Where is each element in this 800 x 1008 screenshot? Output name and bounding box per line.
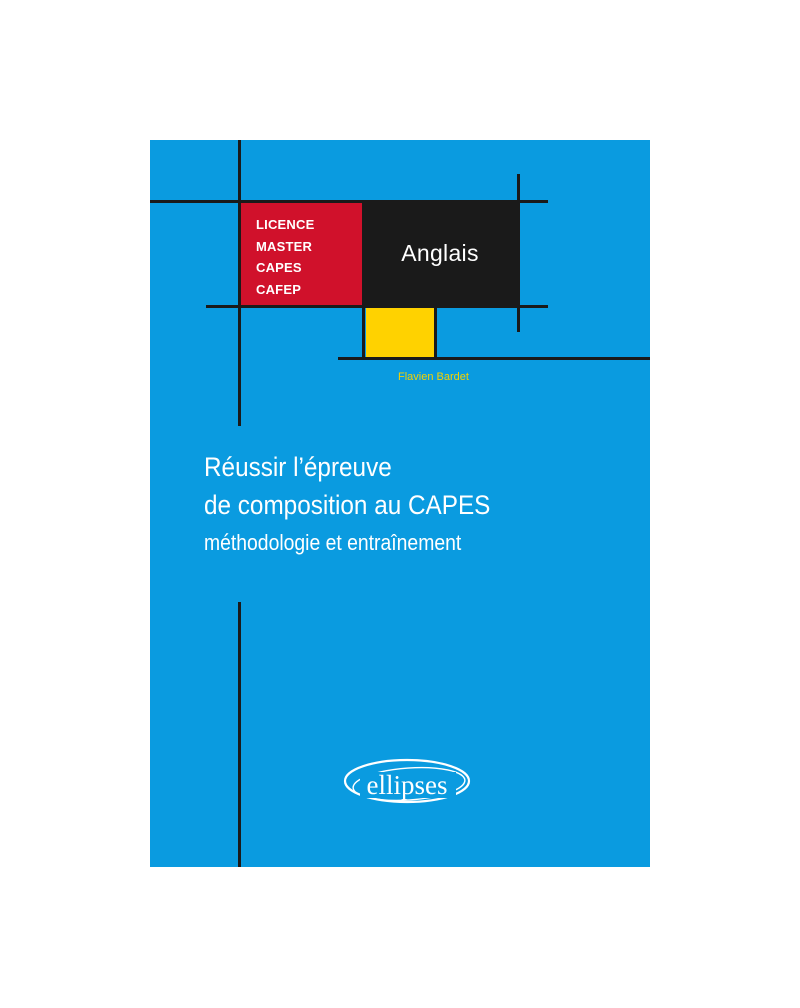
logo-text: ellipses bbox=[367, 770, 448, 800]
grid-line-horizontal-top bbox=[150, 200, 548, 203]
book-subtitle: méthodologie et entraînement bbox=[204, 530, 462, 555]
book-title-line-1: Réussir l’épreuve bbox=[204, 452, 392, 482]
grid-line-vertical-center-left bbox=[362, 306, 365, 358]
grid-line-vertical-center-right bbox=[434, 306, 437, 358]
red-block bbox=[240, 200, 362, 306]
level-list: LICENCE MASTER CAPES CAFEP bbox=[256, 214, 314, 300]
level-item: MASTER bbox=[256, 238, 313, 254]
level-item: CAPES bbox=[256, 260, 302, 275]
yellow-block bbox=[366, 308, 434, 358]
level-item: CAFEP bbox=[256, 281, 302, 297]
publisher-logo: ellipses bbox=[343, 758, 471, 804]
grid-line-vertical-left-bottom bbox=[238, 602, 241, 867]
subject-label: Anglais bbox=[401, 239, 479, 266]
logo-text-backing bbox=[360, 772, 456, 798]
grid-line-horizontal-middle bbox=[206, 305, 548, 308]
logo-swoosh-inner-icon bbox=[352, 766, 466, 802]
grid-line-horizontal-bottom bbox=[338, 357, 650, 360]
title-block: Réussir l’épreuve de composition au CAPE… bbox=[204, 448, 522, 560]
logo-swoosh-icon bbox=[343, 758, 471, 804]
author-name: Flavien Bardet bbox=[398, 371, 469, 383]
black-block bbox=[362, 200, 518, 306]
book-cover: LICENCE MASTER CAPES CAFEP Anglais Flavi… bbox=[150, 140, 650, 867]
grid-line-vertical-left-top bbox=[238, 140, 241, 426]
level-item: LICENCE bbox=[256, 217, 315, 232]
grid-line-vertical-right bbox=[517, 174, 520, 332]
book-title-line-2: de composition au CAPES bbox=[204, 490, 491, 520]
